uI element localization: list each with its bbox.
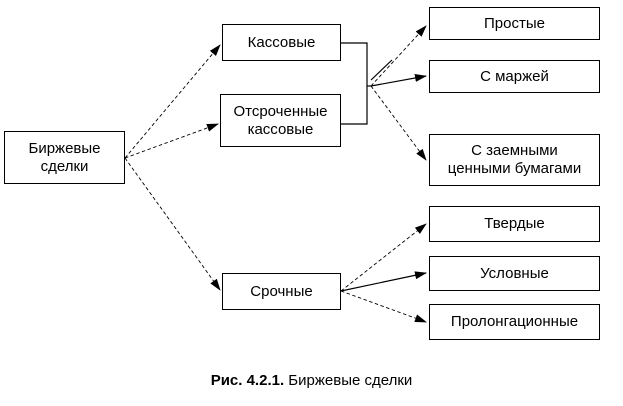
node-prolongation: Пролонгационные [429,304,600,340]
figure-caption-text: Биржевые сделки [288,372,413,389]
arrow-root-to-deferred [124,123,219,159]
node-borrowed-securities: С заемными ценными бумагами [429,134,600,186]
node-forward: Срочные [222,273,341,310]
arrow-forward-to-firm [340,223,427,292]
arrow-spot-to-borrowed [370,85,427,161]
arrow-spot-to-simple [370,25,427,87]
arrow-spot-to-margin [370,74,427,87]
arrow-root-to-forward [124,157,221,291]
node-margin: С маржей [429,60,600,93]
figure-caption-label: Рис. 4.2.1. [210,372,285,389]
node-firm: Твердые [429,206,600,242]
bracket-cash-deferred [341,42,368,125]
arrow-spot-simple-tail [370,59,393,81]
arrow-forward-to-prolongation [340,290,427,323]
figure-caption: Рис. 4.2.1. Биржевые сделки [0,372,623,389]
arrow-forward-to-conditional [340,271,427,292]
node-cash: Кассовые [222,24,341,61]
arrow-root-to-cash [124,44,221,159]
node-exchange-deals: Биржевые сделки [4,131,125,184]
node-simple: Простые [429,7,600,40]
node-deferred-cash: Отсроченные кассовые [220,94,341,147]
node-conditional: Условные [429,256,600,291]
